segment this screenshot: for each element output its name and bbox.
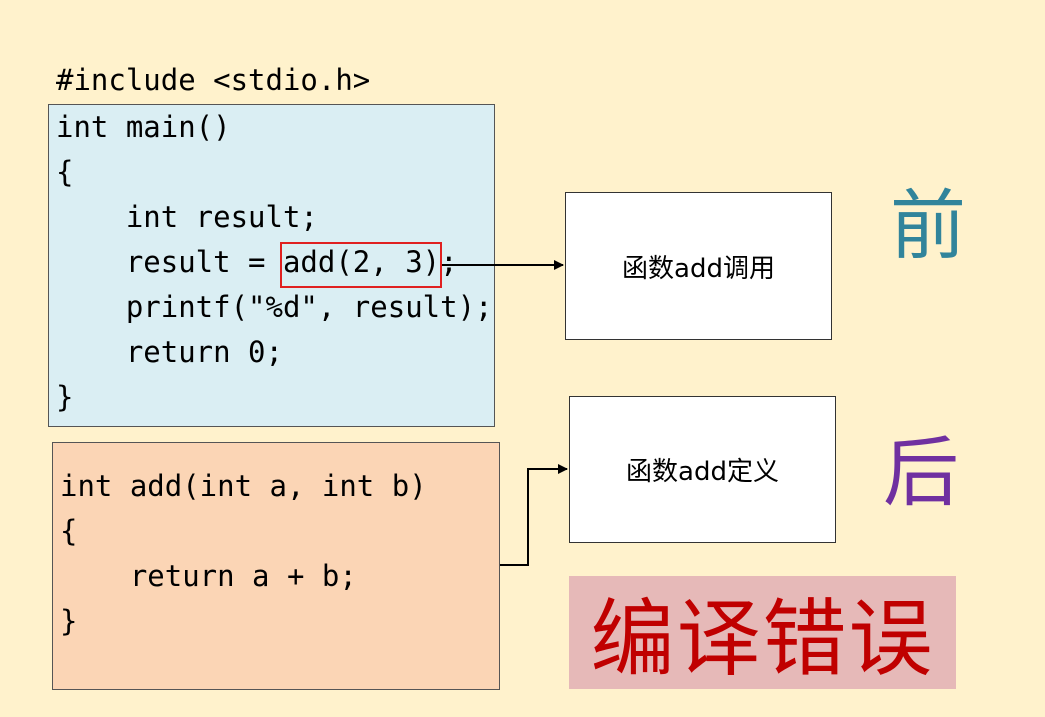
add-call-highlight (280, 242, 442, 288)
code-line: int add(int a, int b) (60, 469, 427, 503)
code-line: } (60, 604, 78, 638)
function-definition-label-box: 函数add定义 (569, 396, 836, 543)
code-line: int result; (56, 200, 318, 234)
code-line: { (60, 514, 78, 548)
function-call-label: 函数add调用 (622, 253, 775, 284)
code-line: return a + b; (60, 559, 357, 593)
after-label: 后 (883, 428, 959, 517)
code-line: result = add(2, 3); (56, 245, 458, 279)
compile-error-banner: 编译错误 (569, 576, 956, 689)
code-line: printf("%d", result); (56, 290, 493, 324)
main-function-code-block: int main() { int result; result = add(2,… (48, 104, 495, 427)
include-directive: #include <stdio.h> (56, 63, 371, 97)
function-call-label-box: 函数add调用 (565, 192, 832, 340)
add-function-code-block: int add(int a, int b) { return a + b; } (52, 442, 500, 690)
code-line: } (56, 380, 74, 414)
before-label: 前 (890, 181, 966, 270)
code-line: int main() (56, 110, 231, 144)
compile-error-label: 编译错误 (590, 590, 935, 688)
definition-arrow (500, 464, 568, 566)
code-line: return 0; (56, 335, 283, 369)
code-line: { (56, 155, 74, 189)
function-definition-label: 函数add定义 (626, 457, 779, 487)
